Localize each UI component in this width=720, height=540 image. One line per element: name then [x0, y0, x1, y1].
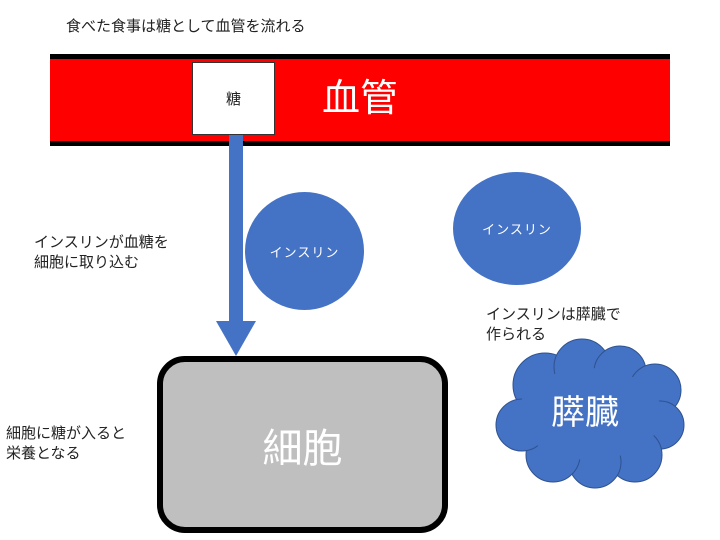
- blood-vessel: [50, 54, 670, 146]
- insulin-label: インスリン: [269, 245, 340, 261]
- sugar-box: 糖: [192, 62, 275, 135]
- arrow-caption: インスリンが血糖を 細胞に取り込む: [34, 232, 169, 272]
- cell-caption-line-1: 細胞に糖が入ると: [6, 424, 127, 442]
- cell-box: 細胞: [157, 356, 448, 533]
- pancreas-caption-line-2: 作られる: [486, 325, 547, 343]
- cell-caption-line-2: 栄養となる: [6, 444, 81, 462]
- cell-label: 細胞: [262, 425, 343, 472]
- diagram-caption-top: 食べた食事は糖として血管を流れる: [66, 17, 306, 35]
- cell-caption: 細胞に糖が入ると 栄養となる: [6, 423, 126, 463]
- pancreas-label: 膵臓: [551, 393, 619, 433]
- insulin-circle: インスリン: [453, 172, 581, 285]
- pancreas-caption-line-1: インスリンは膵臓で: [486, 305, 621, 323]
- sugar-arrow-shaft: [229, 135, 243, 321]
- arrow-caption-line-2: 細胞に取り込む: [34, 253, 140, 271]
- blood-vessel-label: 血管: [322, 76, 399, 120]
- arrow-caption-line-1: インスリンが血糖を: [34, 233, 169, 251]
- pancreas-caption: インスリンは膵臓で 作られる: [486, 304, 621, 344]
- sugar-label: 糖: [225, 90, 241, 108]
- insulin-circle: インスリン: [245, 192, 364, 310]
- sugar-arrow-head: [216, 321, 256, 356]
- insulin-label: インスリン: [482, 223, 552, 238]
